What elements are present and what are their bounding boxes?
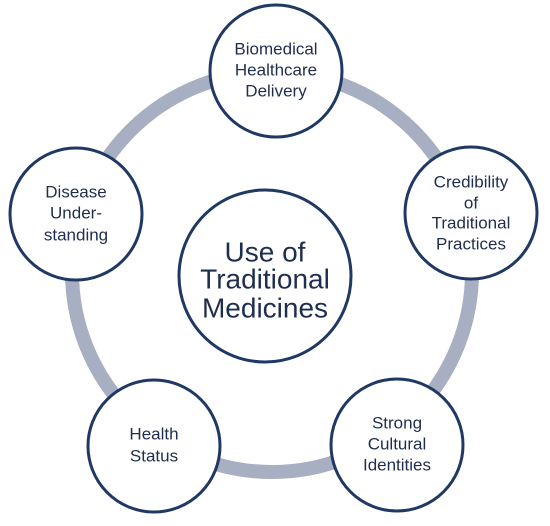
center-label-line-3: Medicines xyxy=(202,292,328,323)
node-circle xyxy=(208,3,344,139)
center-label-line-1: Use of xyxy=(225,236,306,267)
node-circle xyxy=(8,146,144,282)
node-strong-cultural-identities: Strong Cultural Identities xyxy=(329,377,465,513)
node-label-line: standing xyxy=(44,225,108,244)
node-disease-understanding: Disease Under- standing xyxy=(8,146,144,282)
node-label-line: Cultural xyxy=(368,434,427,453)
node-circle xyxy=(403,145,539,281)
node-label-line: Strong xyxy=(372,413,422,432)
node-label-line: Credibility xyxy=(434,172,509,191)
node-label-line: Practices xyxy=(436,234,506,253)
node-label-line: Status xyxy=(130,446,178,465)
node-label-line: Identities xyxy=(363,455,431,474)
node-label-line: of xyxy=(464,193,478,212)
node-health-status: Health Status xyxy=(86,378,222,514)
node-label-line: Delivery xyxy=(245,81,307,100)
node-biomedical-healthcare-delivery: Biomedical Healthcare Delivery xyxy=(208,3,344,139)
node-label-line: Disease xyxy=(45,182,106,201)
node-label-line: Biomedical xyxy=(234,39,317,58)
node-circle xyxy=(329,377,465,513)
center-node: Use of Traditional Medicines xyxy=(177,188,353,364)
center-label-line-2: Traditional xyxy=(200,263,330,294)
center-circle xyxy=(177,188,353,364)
node-label-line: Traditional xyxy=(432,213,511,232)
node-circle xyxy=(86,378,222,514)
node-credibility-of-traditional-practices: Credibility of Traditional Practices xyxy=(403,145,539,281)
node-label-line: Healthcare xyxy=(235,60,317,79)
node-label-line: Under- xyxy=(50,203,102,222)
node-label-line: Health xyxy=(129,424,178,443)
